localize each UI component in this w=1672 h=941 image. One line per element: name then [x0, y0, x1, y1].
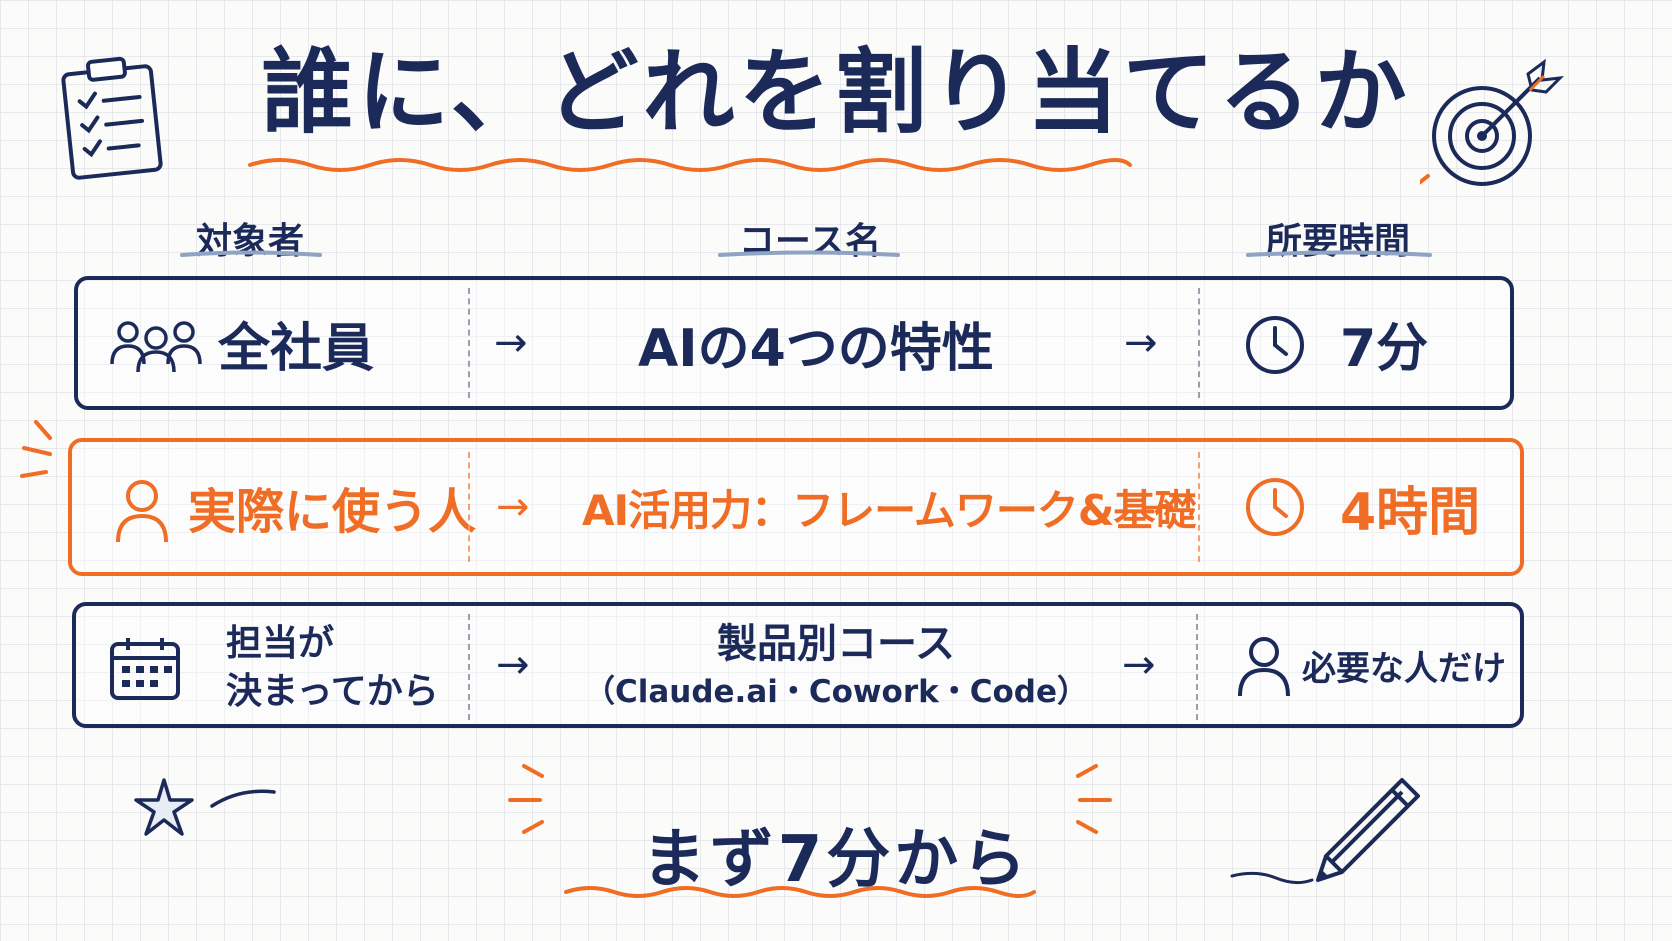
page-title: 誰に、どれを割り当てるか — [261, 39, 1411, 146]
footer-message: まず7分から — [641, 823, 1031, 897]
row-all-employees: 全社員 → AIの4つの特性 → 7分 — [74, 276, 1514, 410]
row-assigned: 担当が 決まってから → 製品別コース （Claude.ai・Cowork・Co… — [72, 602, 1524, 728]
clipboard-icon — [61, 56, 163, 180]
emphasis-marks — [508, 764, 544, 834]
pencil-icon — [1230, 778, 1420, 885]
arrow: → — [1122, 642, 1156, 688]
divider — [468, 614, 470, 720]
course-line: （Claude.ai・Cowork・Code） — [583, 674, 1089, 710]
duration-label: 必要な人だけ — [1302, 648, 1506, 689]
arrow: → — [1124, 320, 1158, 366]
people-icon — [110, 321, 202, 373]
divider — [1198, 288, 1200, 398]
emphasis-marks — [1076, 764, 1112, 834]
header-underlines — [180, 250, 1432, 257]
clock-icon — [1246, 478, 1304, 536]
calendar-icon — [110, 638, 180, 700]
course-label: AIの4つの特性 — [638, 318, 994, 379]
target-label: 担当が 決まってから — [226, 620, 439, 716]
course-line: 製品別コース — [717, 621, 955, 667]
arrow: → — [494, 320, 528, 366]
divider — [468, 452, 470, 562]
target-line: 担当が — [226, 623, 335, 664]
row-active-users: 実際に使う人 → AI活用力：フレームワーク&基礎 → 4時間 — [68, 438, 1524, 576]
course-label: AI活用力：フレームワーク&基礎 — [582, 485, 1196, 535]
divider — [468, 288, 470, 398]
divider — [1198, 452, 1200, 562]
target-line: 決まってから — [226, 671, 439, 712]
target-icon — [1420, 58, 1565, 186]
target-label: 実際に使う人 — [188, 484, 477, 540]
emphasis-marks — [20, 420, 52, 478]
arrow: → — [496, 484, 530, 530]
title-underline — [248, 158, 1132, 172]
duration-label: 7分 — [1340, 318, 1429, 379]
target-label: 全社員 — [218, 318, 375, 379]
duration-label: 4時間 — [1340, 482, 1481, 543]
person-icon — [1238, 637, 1290, 697]
person-icon — [116, 480, 168, 543]
divider — [1196, 614, 1198, 720]
course-label: 製品別コース （Claude.ai・Cowork・Code） — [576, 620, 1096, 716]
arrow: → — [1142, 484, 1176, 530]
arrow: → — [496, 642, 530, 688]
clock-icon — [1246, 316, 1304, 374]
star-icon — [134, 778, 276, 836]
footer-underline — [564, 886, 1036, 898]
